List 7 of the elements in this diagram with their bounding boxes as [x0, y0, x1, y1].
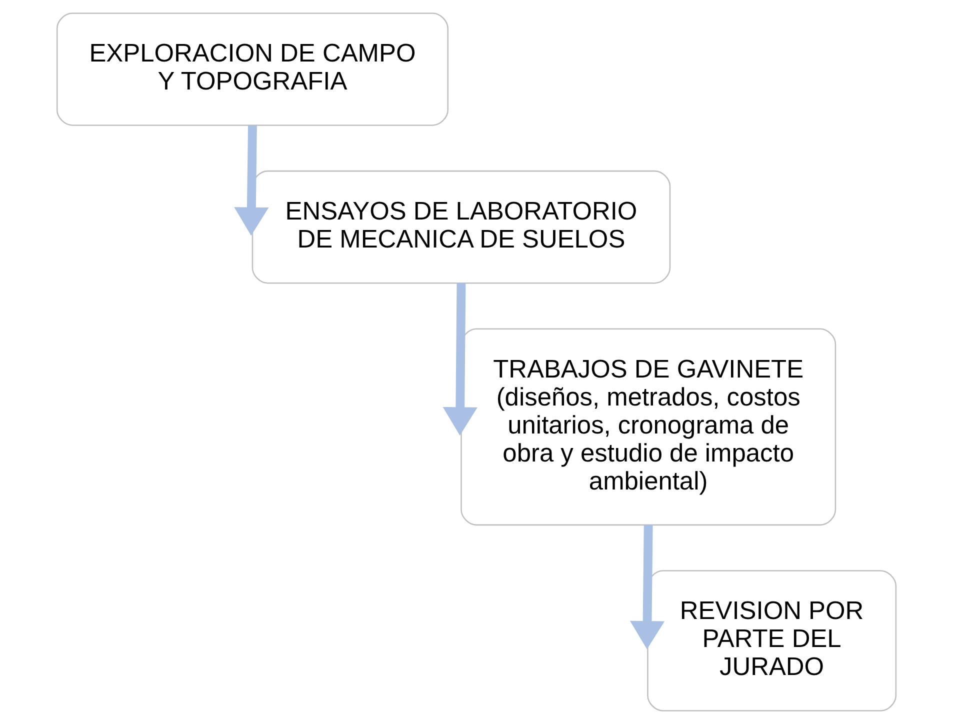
- arrow: [442, 283, 478, 436]
- arrow: [630, 524, 665, 650]
- node-box: ENSAYOS DE LABORATORIO DE MECANICA DE SUELOS: [252, 170, 671, 284]
- node-box: REVISION POR PARTE DEL JURADO: [647, 570, 897, 712]
- node-box: EXPLORACION DE CAMPO Y TOPOGRAFIA: [56, 12, 448, 126]
- node-box: TRABAJOS DE GAVINETE (diseños, metrados, costos unitarios, cronograma de obra y estudio de impacto ambiental): [460, 328, 836, 526]
- arrow: [234, 125, 269, 236]
